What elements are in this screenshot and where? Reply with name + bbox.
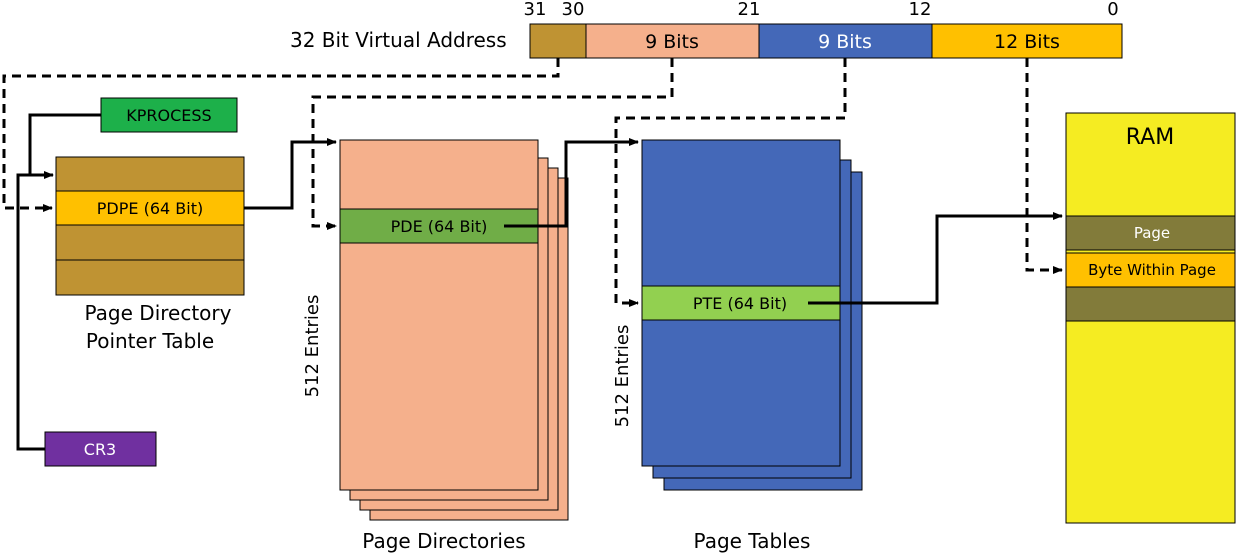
- pte-entry: [641, 285, 841, 321]
- pdpe-label: PDPE (64 Bit): [97, 199, 203, 218]
- pde-label: PDE (64 Bit): [391, 217, 488, 236]
- page-tables-caption: Page Tables: [694, 529, 811, 553]
- bit-marker-31: 31: [524, 0, 547, 20]
- pt-index-field: [758, 23, 933, 59]
- ram-page-label: Page: [1134, 224, 1170, 242]
- pd-index-to-pde-dashed: [311, 58, 674, 230]
- pte-label: PTE (64 Bit): [693, 294, 787, 313]
- ram-title: RAM: [1126, 125, 1174, 150]
- pt-index-field-label: 9 Bits: [818, 31, 872, 53]
- page-directories-caption: Page Directories: [362, 529, 525, 553]
- offset-field: [931, 23, 1123, 59]
- pdpt-caption-line1: Page Directory: [85, 301, 232, 325]
- offset-field-label: 12 Bits: [994, 31, 1060, 53]
- kprocess-to-pdpt-line: [28, 113, 101, 179]
- bits-31-30-to-pdpe-dashed: [2, 58, 560, 212]
- kprocess-box: [100, 97, 238, 133]
- ram-byte-label: Byte Within Page: [1088, 261, 1216, 279]
- ram-next-row: [1065, 286, 1236, 322]
- pt-index-to-pte-dashed: [614, 58, 847, 307]
- pdpt-caption-line2: Pointer Table: [86, 329, 214, 353]
- pdpt-row-3: [55, 259, 245, 296]
- pde-to-page-table-line: [504, 138, 639, 228]
- pdpe-to-page-directory-line: [244, 138, 337, 210]
- bit-marker-21: 21: [738, 0, 761, 20]
- page-directory-front: [339, 139, 539, 491]
- pd-index-field: [585, 23, 760, 59]
- bit-marker-30: 30: [562, 0, 585, 20]
- virtual-address-label: 32 Bit Virtual Address: [290, 28, 507, 52]
- cr3-box: [44, 431, 157, 467]
- bit-marker-12: 12: [909, 0, 932, 20]
- pdpe-entry: [55, 190, 245, 226]
- ram-byte-within-page: [1065, 252, 1236, 288]
- page-directories-entries-label: 512 Entries: [302, 295, 323, 398]
- offset-to-byte-dashed: [1025, 58, 1063, 274]
- page-tables-entries-label: 512 Entries: [612, 325, 633, 428]
- ram-page: [1065, 215, 1236, 251]
- bits-31-30-field: [529, 23, 587, 59]
- pd-index-field-label: 9 Bits: [645, 31, 699, 53]
- kprocess-label: KPROCESS: [126, 106, 211, 125]
- cr3-label: CR3: [84, 440, 116, 459]
- pte-to-ram-page-line: [808, 212, 1063, 305]
- pdpt-row-0: [55, 156, 245, 192]
- bit-marker-0: 0: [1107, 0, 1118, 20]
- pdpt-row-2: [55, 224, 245, 261]
- cr3-to-pdpt-line: [16, 173, 45, 451]
